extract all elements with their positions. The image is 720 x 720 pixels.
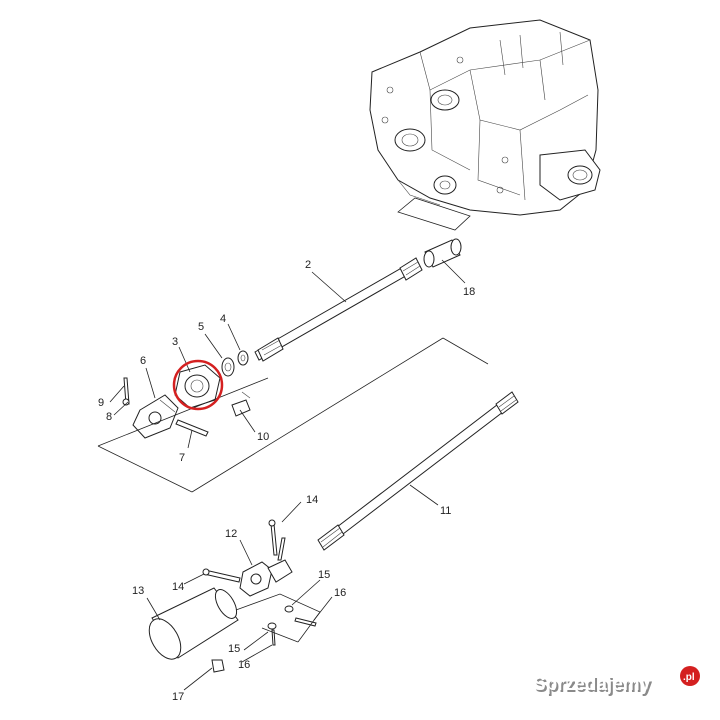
nut-10 [231, 391, 251, 417]
callout-3: 3 [172, 336, 178, 348]
callout-7: 7 [179, 452, 185, 464]
svg-text:Sprzedajemy: Sprzedajemy [535, 676, 653, 697]
bolt-16 [271, 617, 317, 646]
transmission-housing [369, 19, 601, 231]
callout-17: 17 [172, 691, 184, 703]
washer-5 [221, 357, 235, 377]
bolt-17 [211, 659, 225, 673]
callout-4: 4 [220, 313, 226, 325]
callout-16-lower: 16 [238, 659, 250, 671]
callout-11: 11 [440, 505, 451, 517]
washer-4 [237, 350, 249, 366]
watermark-text: Sprzedajemy [533, 674, 651, 695]
callout-6: 6 [140, 355, 146, 367]
nut-15 [267, 605, 294, 630]
callout-14-lower: 14 [172, 581, 184, 593]
highlight-circle [172, 359, 224, 411]
sleeve-18 [423, 238, 462, 268]
callout-9: 9 [98, 397, 104, 409]
shaft-11 [317, 391, 519, 551]
callout-13: 13 [132, 585, 144, 597]
shaft-2 [254, 257, 423, 362]
assembly-outline-front [97, 337, 489, 493]
callout-14-upper: 14 [306, 494, 318, 506]
callout-2: 2 [305, 259, 311, 271]
u-joint-12 [239, 537, 293, 597]
pin-14-upper [268, 519, 278, 556]
callout-16-right: 16 [334, 587, 346, 599]
pin-7 [175, 419, 209, 437]
leader-lines [109, 259, 466, 691]
callout-18: 18 [463, 286, 475, 298]
callout-8: 8 [106, 411, 112, 423]
watermark-suffix: .pl [683, 672, 695, 683]
callout-12: 12 [225, 528, 237, 540]
callout-15-right: 15 [318, 569, 330, 581]
watermark-badge-icon [680, 666, 700, 686]
shield-13 [148, 587, 239, 660]
callout-15-lower: 15 [228, 643, 240, 655]
sprzedajemy-watermark: Sprzedajemy Sprzedajemy .pl [533, 666, 700, 697]
callout-10: 10 [257, 431, 269, 443]
bearing-housing-3 [174, 364, 221, 409]
callout-labels: 2 18 3 5 4 6 9 8 10 7 11 14 12 14 15 16 … [98, 259, 475, 703]
pin-14-lower [202, 568, 241, 583]
bolt-9-8 [122, 377, 130, 406]
assembly-outline-lower [235, 593, 321, 643]
callout-5: 5 [198, 321, 204, 333]
